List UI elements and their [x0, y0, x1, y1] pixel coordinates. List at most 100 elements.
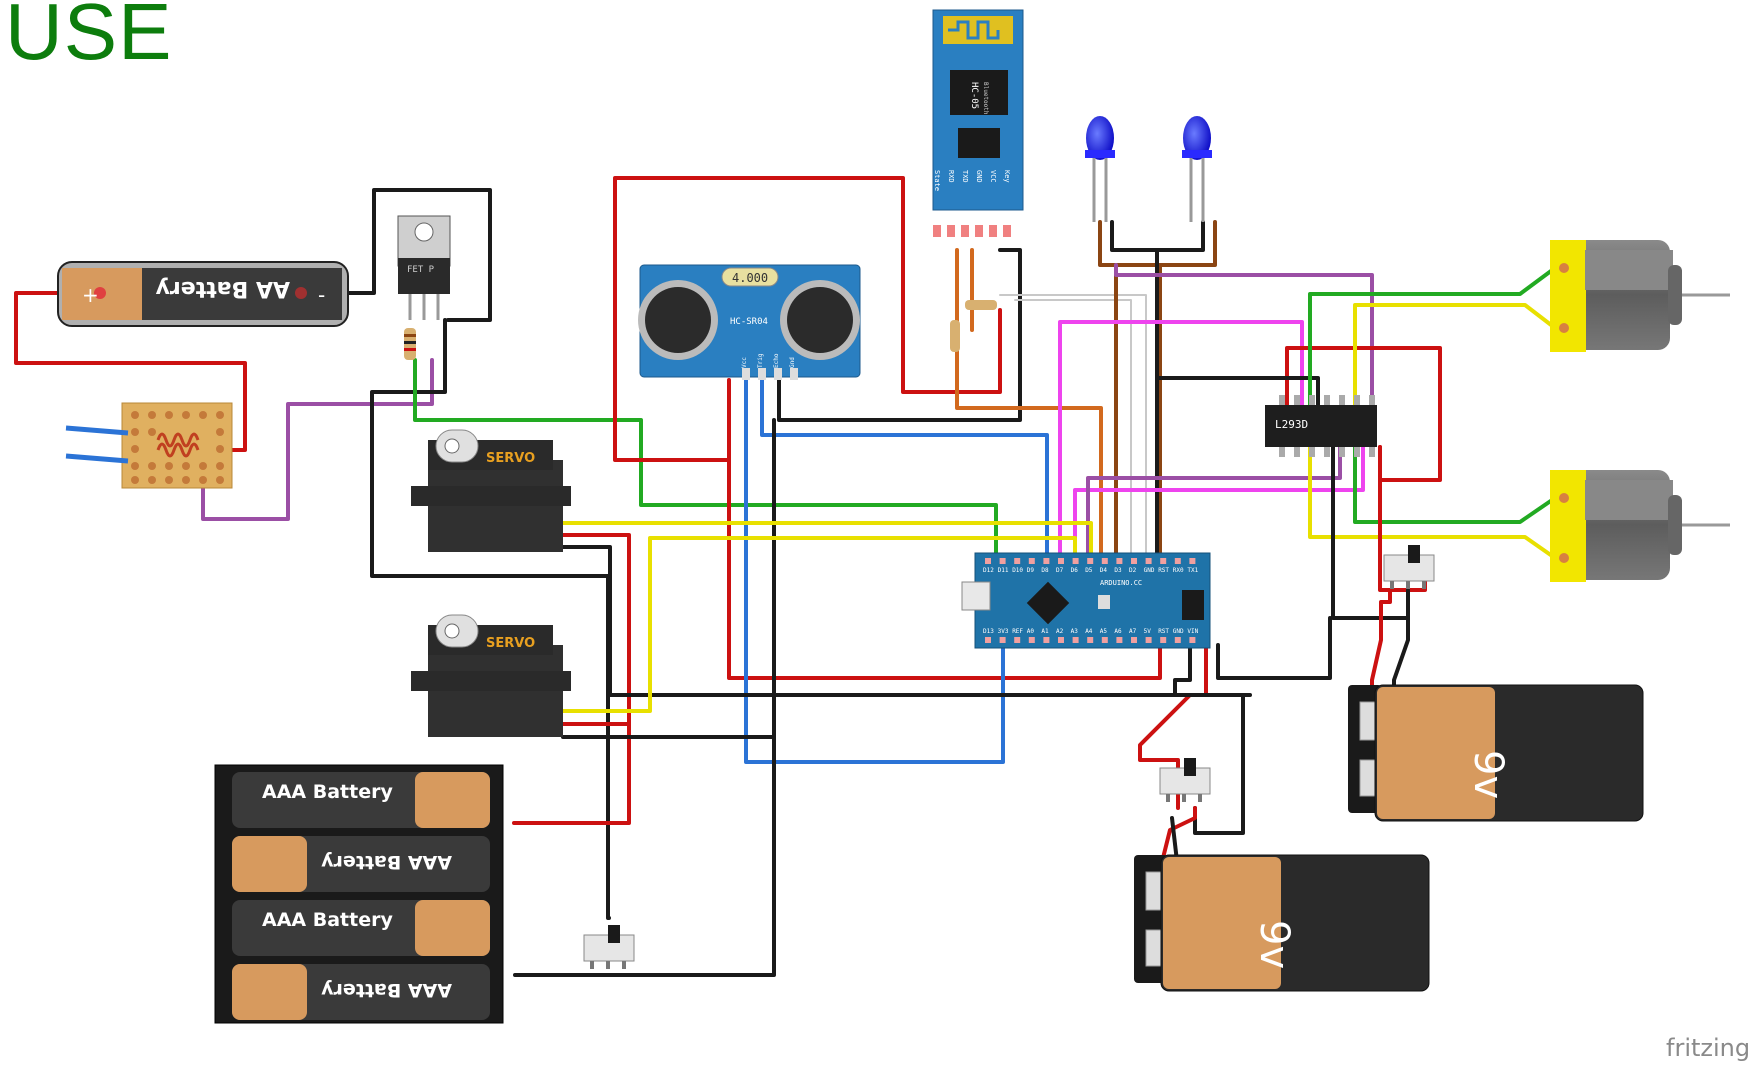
nano-pin-label: D11 [998, 567, 1009, 574]
fet-transistor: FET P [397, 215, 451, 360]
wire-orange [955, 248, 1103, 567]
battery-9v-left: 9v [1134, 854, 1430, 992]
aaa-battery-pack: AAA Battery AAA Battery AAA Battery AAA … [214, 764, 504, 1024]
wire-yellow [1353, 303, 1557, 414]
wire-black [1331, 445, 1410, 620]
wire-black [1110, 220, 1205, 252]
wire-black [1216, 616, 1332, 680]
nano-pin-label: D9 [1027, 567, 1035, 574]
wire-purple [1086, 445, 1342, 567]
nano-pin-label: A7 [1129, 628, 1137, 635]
ultrasonic-pin-vcc: Vcc [741, 357, 748, 368]
aa-battery-label: AA Battery [156, 276, 290, 301]
nano-pin [1058, 558, 1064, 564]
wire-black [777, 248, 1022, 422]
nano-pin [1189, 558, 1196, 564]
nano-pin [1160, 637, 1167, 643]
wire-black [561, 545, 1117, 697]
l293d-driver: L293D [1265, 395, 1377, 457]
nano-pin [985, 637, 991, 643]
wire-brown [1114, 220, 1217, 567]
wire-green [413, 358, 998, 567]
wire-red [512, 533, 631, 825]
nano-pin [1101, 637, 1108, 643]
nano-pin-label: 3V3 [998, 628, 1009, 635]
nano-pin [1116, 558, 1123, 564]
nano-pin-label: A2 [1056, 628, 1064, 635]
wire-pink [1073, 445, 1365, 567]
nano-pin-label: A4 [1085, 628, 1093, 635]
nano-pin-label: D3 [1114, 567, 1122, 574]
nano-pin [1145, 558, 1152, 564]
wire-red [1370, 588, 1392, 702]
nano-pin-label: D8 [1041, 567, 1049, 574]
bt-pin-gnd: GND [975, 170, 983, 183]
ultrasonic-pin-gnd: Gnd [789, 357, 796, 368]
nano-pin-label: RST [1158, 567, 1169, 574]
nano-pin-label: D7 [1056, 567, 1064, 574]
servo-motor-1: SERVO [411, 429, 571, 552]
slide-switch-2 [1159, 758, 1211, 802]
nano-pin [999, 558, 1006, 564]
servo-2-label: SERVO [486, 636, 535, 651]
wire-yellow [561, 536, 1077, 713]
nano-pin [1101, 558, 1108, 564]
aaa-cell-1-label: AAA Battery [262, 781, 393, 803]
aa-plus-label: + [82, 283, 99, 307]
wire-gray [999, 294, 1147, 566]
nano-pin-label: 5V [1144, 628, 1152, 635]
nano-pin [1072, 637, 1079, 643]
nano-pin [1028, 558, 1035, 564]
wire-yellow [1308, 445, 1557, 560]
wire-yellow [561, 521, 1093, 567]
aa-battery: + - AA Battery [57, 261, 349, 327]
nano-pin-label: RX0 [1173, 567, 1184, 574]
nano-pin-label: TX1 [1187, 567, 1198, 574]
servo-1-label: SERVO [486, 451, 535, 466]
nano-pin [999, 637, 1006, 643]
nano-pin [1058, 637, 1064, 643]
led-2 [1182, 116, 1212, 222]
aaa-cell-4-label: AAA Battery [321, 979, 452, 1001]
nano-pin-label: REF [1012, 628, 1023, 635]
wires [14, 176, 1557, 977]
nano-pin-label: RST [1158, 628, 1169, 635]
ultrasonic-frequency: 4.000 [732, 271, 768, 285]
nano-pin-label: A5 [1100, 628, 1108, 635]
bluetooth-module: HC-05 Bluetooth State RXD TXD GND VCC Ke… [932, 9, 1024, 352]
wire-black [513, 418, 776, 977]
nano-pin-label: D4 [1100, 567, 1108, 574]
wire-pink [1058, 320, 1304, 567]
wire-green [1353, 445, 1557, 524]
nano-pin [1072, 558, 1079, 564]
nano-pin-label: D5 [1085, 567, 1093, 574]
led-1 [1085, 116, 1115, 222]
nano-pin-label: VIN [1187, 628, 1198, 635]
wire-red [613, 176, 1002, 462]
nano-brand: ARDUINO.CC [1100, 579, 1142, 587]
nano-pin [1189, 637, 1196, 643]
nano-pin [1131, 637, 1137, 643]
servo-motor-2: SERVO [411, 614, 571, 737]
wire-purple [1114, 263, 1374, 414]
perfboard-inductor [65, 402, 233, 489]
wire-red [1158, 806, 1197, 872]
battery-9v-right-label: 9v [1465, 750, 1511, 799]
aa-minus-label: - [318, 283, 325, 307]
fet-label: FET P [407, 265, 435, 275]
ultrasonic-pin-echo: Echo [773, 353, 780, 368]
nano-pin [1014, 637, 1021, 643]
nano-pin [1174, 637, 1181, 643]
nano-pin [1160, 558, 1167, 564]
nano-pin [1087, 637, 1094, 643]
fritzing-watermark: fritzing [1666, 1034, 1751, 1062]
wire-red [14, 291, 247, 452]
nano-pin [1131, 558, 1137, 564]
slide-switch-3 [583, 925, 635, 969]
diagram-title: USE [5, 0, 173, 76]
nano-pin-label: D13 [983, 628, 994, 635]
dc-motor-1 [1550, 240, 1730, 352]
nano-pin-label: D6 [1071, 567, 1079, 574]
